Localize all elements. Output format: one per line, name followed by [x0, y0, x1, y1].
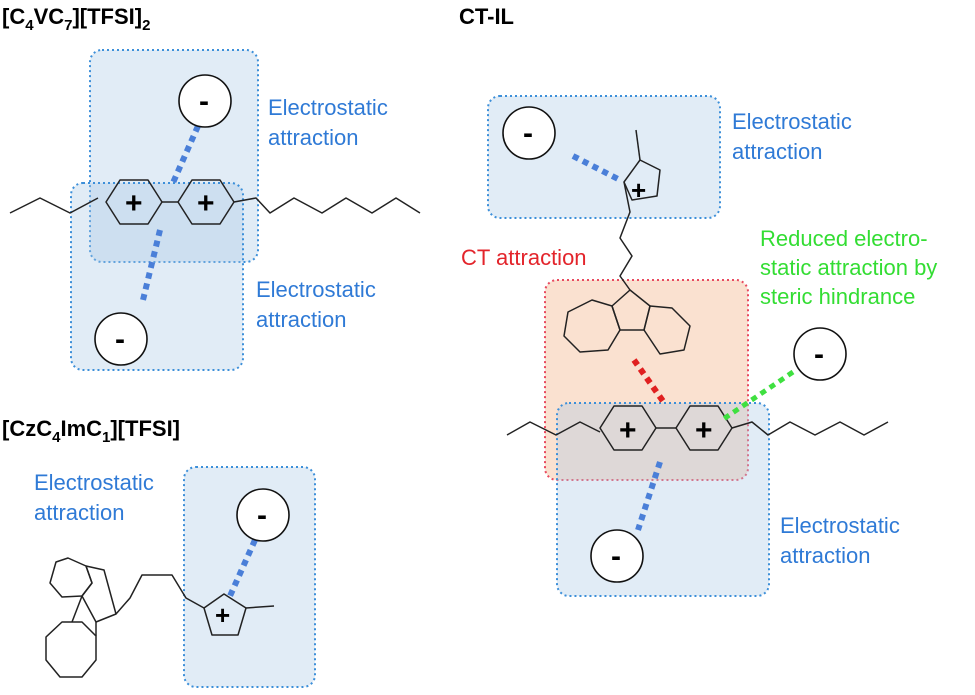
cation-plus-left: +: [125, 187, 143, 220]
right-alkyl-chain: [233, 197, 421, 214]
anion-bottom-sign: -: [611, 540, 621, 573]
right-alkyl-chain: [731, 421, 889, 436]
anion-top-sign: -: [523, 117, 533, 150]
bottom-electrostatic-box: [556, 402, 770, 597]
panel3-title: CT-IL: [459, 4, 514, 29]
electrostatic-bond-top: [571, 153, 622, 183]
imidazolium-ring: [203, 593, 247, 636]
anion-bottom: [94, 312, 148, 366]
imidazolium-plus: +: [631, 175, 646, 205]
imidazolium-plus: +: [215, 600, 230, 630]
anion: [236, 488, 290, 542]
left-alkyl-chain: [506, 421, 601, 436]
panel-ct-il: CT-IL + + + - - -: [459, 4, 937, 597]
electrostatic-bond-bottom: [635, 461, 663, 531]
anion-top-sign: -: [199, 85, 209, 118]
cation-plus-left: +: [619, 414, 637, 447]
imidazolium-ring: [623, 159, 661, 201]
carbazole-five-ring: [81, 565, 117, 623]
carbazole-ring-left: [563, 299, 621, 353]
reduced-electrostatic-bond: [720, 369, 795, 423]
panel2-title: [CzC4ImC1][TFSI]: [2, 416, 180, 446]
anion-bottom: [590, 529, 644, 583]
butyl-linker: [115, 574, 205, 615]
anion-right-sign: -: [814, 338, 824, 371]
anion-top: [502, 106, 556, 160]
anion-right: [793, 327, 847, 381]
electrostatic-bond-bottom: [140, 229, 163, 301]
carbazole-five-ring: [611, 289, 651, 331]
left-alkyl-chain: [9, 197, 99, 214]
cation-plus-right: +: [695, 414, 713, 447]
methyl-group: [245, 605, 275, 609]
ct-bond: [631, 358, 668, 406]
anion-bottom-sign: -: [115, 323, 125, 356]
panel1-title: [C4VC7][TFSI]2: [2, 4, 150, 34]
imidazolium-methyl: [635, 129, 641, 161]
ct-attraction-label: CT attraction: [461, 245, 587, 270]
carbazole-unit: [563, 289, 691, 355]
cation-plus-right: +: [197, 187, 215, 220]
carbazole-ring-lower: [45, 621, 97, 678]
anion-sign: -: [257, 499, 267, 532]
carbazole-unit: [45, 557, 117, 678]
carbazole-ring-right: [643, 305, 691, 355]
linker-chain: [619, 181, 633, 291]
anion-top: [178, 74, 232, 128]
